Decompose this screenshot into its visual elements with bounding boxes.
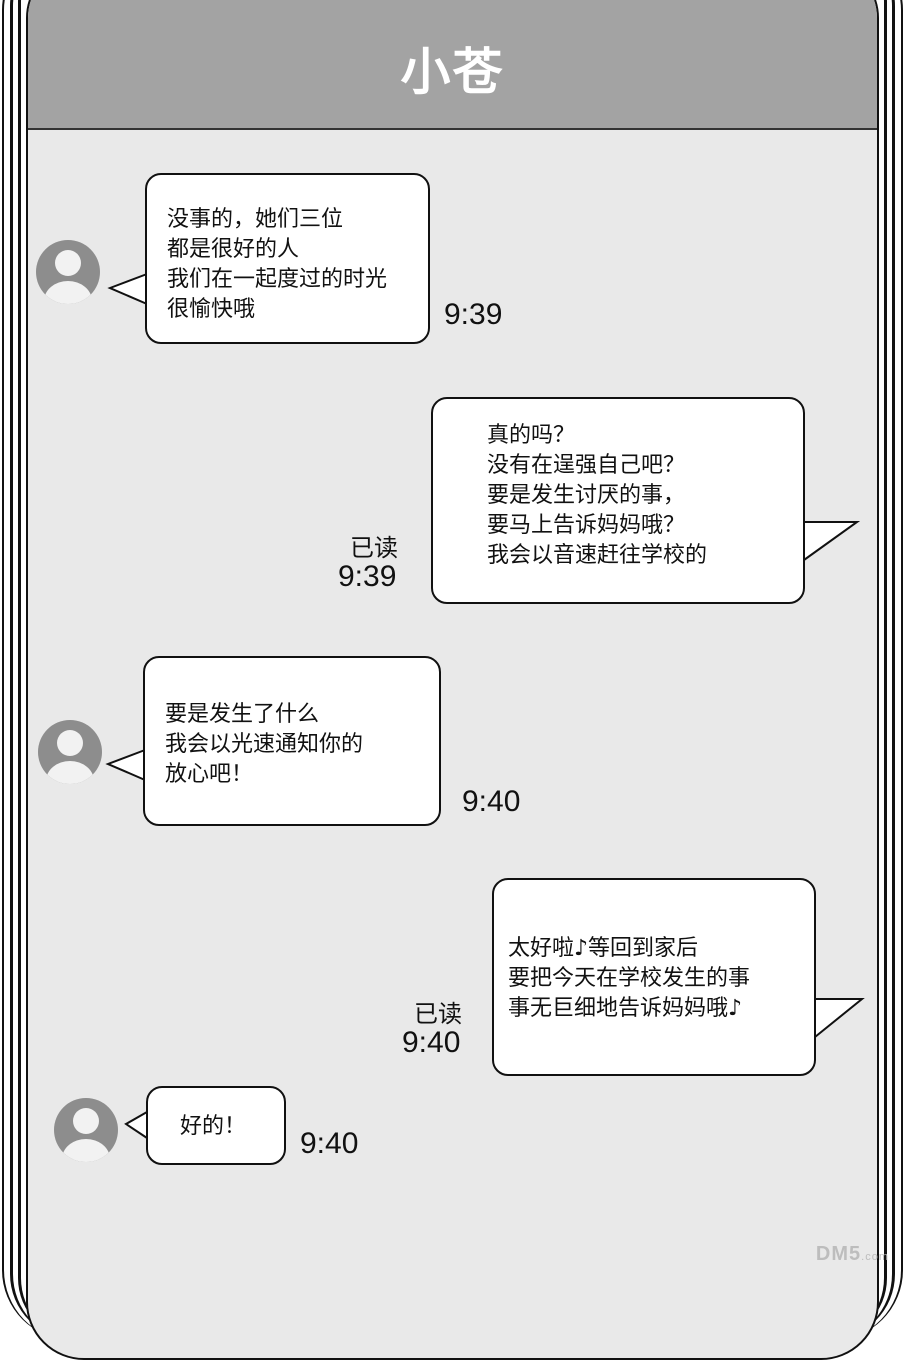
message-time: 9:40 (462, 785, 521, 818)
contact-name: 小苍 (400, 43, 505, 101)
message-bubble-incoming[interactable]: 好的！ (146, 1086, 286, 1165)
message-line: 事无巨细地告诉妈妈哦♪ (508, 996, 743, 1021)
bubble-tail (107, 273, 148, 305)
message-line: 要把今天在学校发生的事 (508, 966, 751, 991)
message-line: 我会以光速通知你的 (165, 732, 364, 757)
bubble-tail (105, 749, 146, 781)
message-line: 要马上告诉妈妈哦？ (487, 513, 686, 538)
avatar-head (73, 1108, 99, 1134)
chat-header: 小苍 (28, 0, 877, 130)
message-line: 没有在逞强自己吧？ (487, 453, 686, 478)
bubble-tail (814, 998, 865, 1038)
avatar-head (55, 250, 81, 276)
message-line: 放心吧！ (165, 762, 254, 787)
message-bubble-outgoing[interactable]: 太好啦♪等回到家后 要把今天在学校发生的事 事无巨细地告诉妈妈哦♪ (492, 878, 816, 1076)
phone-frame-inner (18, 0, 887, 1340)
read-receipt: 已读 (414, 1000, 462, 1028)
message-line: 要是发生了什么 (165, 702, 320, 727)
message-time: 9:39 (444, 298, 503, 331)
phone-frame-middle (10, 0, 895, 1340)
message-bubble-incoming[interactable]: 没事的，她们三位 都是很好的人 我们在一起度过的时光 很愉快哦 (145, 173, 430, 344)
watermark-brand: DM5 (815, 1243, 862, 1265)
watermark-logo: DM5.com (816, 1243, 889, 1266)
bubble-tail (803, 521, 861, 561)
watermark-suffix: .com (861, 1251, 889, 1263)
message-time: 9:40 (300, 1127, 359, 1160)
message-line: 都是很好的人 (167, 237, 300, 262)
message-bubble-incoming[interactable]: 要是发生了什么 我会以光速通知你的 放心吧！ (143, 656, 441, 826)
bubble-tail (124, 1111, 148, 1139)
message-bubble-outgoing[interactable]: 真的吗？ 没有在逞强自己吧？ 要是发生讨厌的事， 要马上告诉妈妈哦？ 我会以音速… (431, 397, 805, 604)
message-line: 太好啦♪等回到家后 (508, 936, 699, 961)
avatar-head (57, 730, 83, 756)
message-line: 真的吗？ (487, 423, 576, 448)
avatar-icon[interactable] (54, 1098, 118, 1162)
message-line: 我会以音速赶往学校的 (487, 543, 708, 568)
avatar-body (44, 281, 92, 304)
message-line: 好的！ (180, 1114, 247, 1139)
avatar-icon[interactable] (38, 720, 102, 784)
avatar-body (62, 1139, 110, 1162)
avatar-icon[interactable] (36, 240, 100, 304)
message-line: 很愉快哦 (167, 297, 256, 322)
read-receipt: 已读 (350, 534, 398, 562)
message-time: 9:40 (402, 1026, 461, 1059)
message-line: 没事的，她们三位 (167, 207, 344, 232)
avatar-body (46, 761, 94, 784)
message-time: 9:39 (338, 560, 397, 593)
message-line: 要是发生讨厌的事， (487, 483, 686, 508)
message-line: 我们在一起度过的时光 (167, 267, 388, 292)
